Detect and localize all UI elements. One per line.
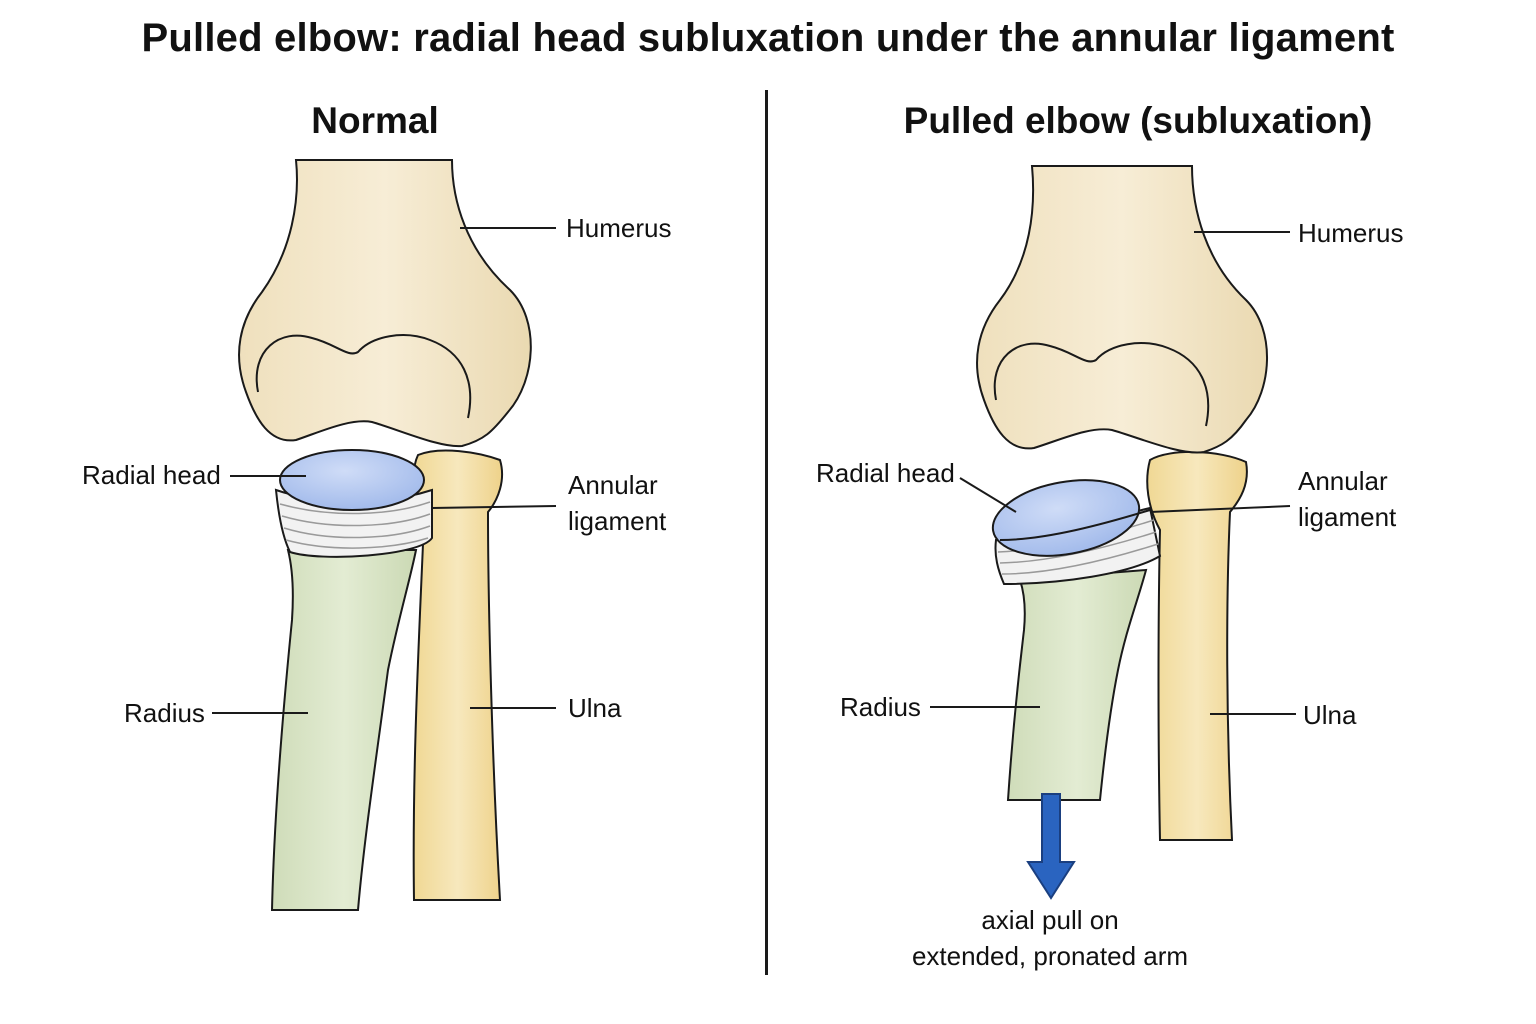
label-annular-ligament-pulled: Annular ligament (1298, 463, 1396, 535)
radius-bone (1006, 568, 1148, 801)
radial-head (991, 479, 1141, 557)
normal-elbow-illustration (212, 159, 557, 911)
label-radius-normal: Radius (124, 698, 205, 728)
label-radial-head-normal: Radial head (82, 460, 221, 490)
label-annular-line2: ligament (568, 506, 667, 536)
label-humerus-normal: Humerus (566, 213, 672, 243)
arrow-caption-line1: axial pull on (981, 905, 1119, 935)
label-annular-line1: Annular (568, 470, 658, 500)
label-ulna-pulled: Ulna (1303, 700, 1357, 730)
label-annular-ligament-normal: Annular ligament (568, 467, 666, 539)
arrow-caption-line2: extended, pronated arm (911, 941, 1189, 971)
label-humerus-pulled: Humerus (1298, 218, 1404, 248)
pull-arrow-icon (1026, 793, 1076, 900)
label-annular-line1: Annular (1298, 466, 1388, 496)
label-radial-head-pulled: Radial head (816, 458, 955, 488)
radial-head (279, 449, 425, 511)
arrow-caption: axial pull on extended, pronated arm (880, 902, 1220, 974)
humerus-bone (238, 159, 532, 448)
label-annular-line2: ligament (1298, 502, 1397, 532)
radius-bone (270, 549, 418, 911)
main-title: Pulled elbow: radial head subluxation un… (141, 16, 1395, 60)
ulna-bone (1146, 450, 1248, 841)
label-radius-pulled: Radius (840, 692, 921, 722)
panel-title-pulled: Pulled elbow (subluxation) (903, 100, 1373, 141)
panel-title-normal: Normal (311, 100, 439, 141)
panel-divider (765, 90, 768, 975)
humerus-bone (976, 165, 1268, 454)
label-ulna-normal: Ulna (568, 693, 622, 723)
